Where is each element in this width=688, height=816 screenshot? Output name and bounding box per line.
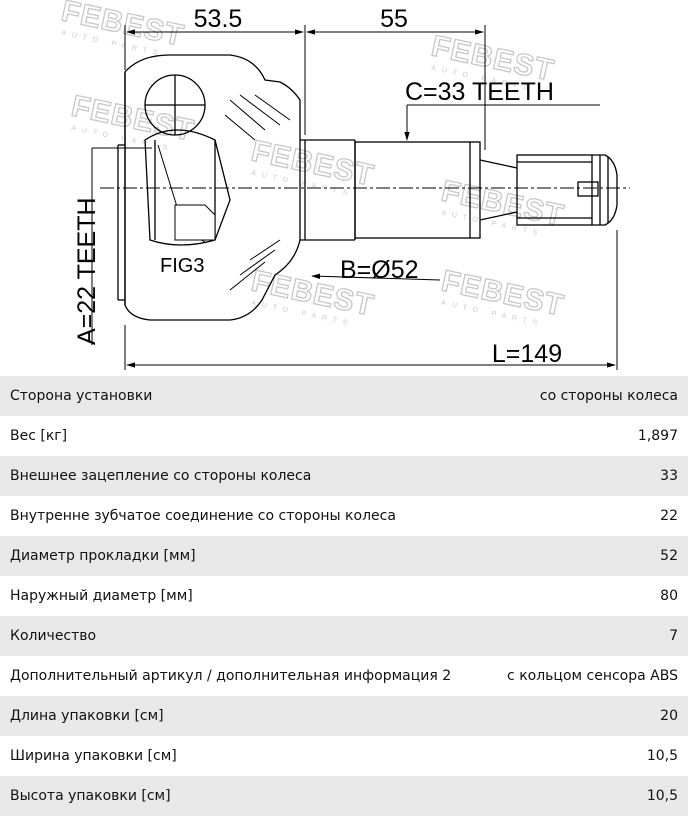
spec-label: Внешнее зацепление со стороны колеса [10, 468, 312, 484]
dim-top-right: 55 [380, 5, 408, 33]
spline-outer-label: C=33 TEETH [405, 78, 554, 106]
spec-label: Количество [10, 628, 97, 644]
spec-row: Наружный диаметр [мм] 80 [0, 576, 688, 616]
spec-value: 22 [660, 508, 678, 524]
cv-joint-outline [117, 54, 618, 321]
spec-row: Количество 7 [0, 616, 688, 656]
spec-label: Высота упаковки [см] [10, 788, 171, 804]
watermark-group: FEBEST AUTO PARTS FEBEST AUTO PARTS FEBE… [58, 0, 568, 328]
spec-label: Диаметр прокладки [мм] [10, 548, 196, 564]
spec-row: Внутренне зубчатое соединение со стороны… [0, 496, 688, 536]
spec-value: 33 [660, 468, 678, 484]
spec-row: Сторона установки со стороны колеса [0, 376, 688, 416]
spec-label: Ширина упаковки [см] [10, 748, 177, 764]
spec-value: со стороны колеса [539, 388, 678, 404]
cv-joint-drawing: FEBEST AUTO PARTS FEBEST AUTO PARTS FEBE… [0, 0, 688, 376]
spec-value: с кольцом сенсора ABS [507, 668, 678, 684]
spec-row: Ширина упаковки [см] 10,5 [0, 736, 688, 776]
spec-label: Дополнительный артикул / дополнительная … [10, 668, 452, 684]
spec-value: 7 [669, 628, 678, 644]
fig3-label: FIG3 [160, 255, 204, 277]
spec-label: Внутренне зубчатое соединение со стороны… [10, 508, 396, 524]
length-label: L=149 [492, 340, 562, 368]
spec-row: Дополнительный артикул / дополнительная … [0, 656, 688, 696]
spec-value: 1,897 [637, 428, 678, 444]
spec-row: Вес [кг] 1,897 [0, 416, 688, 456]
spec-label: Длина упаковки [см] [10, 708, 164, 724]
spec-row: Диаметр прокладки [мм] 52 [0, 536, 688, 576]
seal-dimension [311, 273, 441, 281]
length-dimension [124, 230, 618, 370]
top-dimensions [124, 25, 600, 150]
spec-row: Внешнее зацепление со стороны колеса 33 [0, 456, 688, 496]
spec-row: Высота упаковки [см] 10,5 [0, 776, 688, 816]
spec-value: 80 [660, 588, 678, 604]
spec-label: Сторона установки [10, 388, 153, 404]
spec-row: Длина упаковки [см] 20 [0, 696, 688, 736]
spec-value: 52 [660, 548, 678, 564]
spec-label: Наружный диаметр [мм] [10, 588, 193, 604]
dim-top-left: 53.5 [194, 5, 243, 33]
spec-value: 20 [660, 708, 678, 724]
seal-diameter-label: B=Ø52 [340, 256, 419, 284]
spec-value: 10,5 [646, 748, 678, 764]
fig3-detail [174, 204, 216, 241]
spline-inner-label: A=22 TEETH [73, 197, 101, 345]
inner-spline-dimension [91, 144, 179, 345]
spec-value: 10,5 [646, 788, 678, 804]
spec-label: Вес [кг] [10, 428, 68, 444]
